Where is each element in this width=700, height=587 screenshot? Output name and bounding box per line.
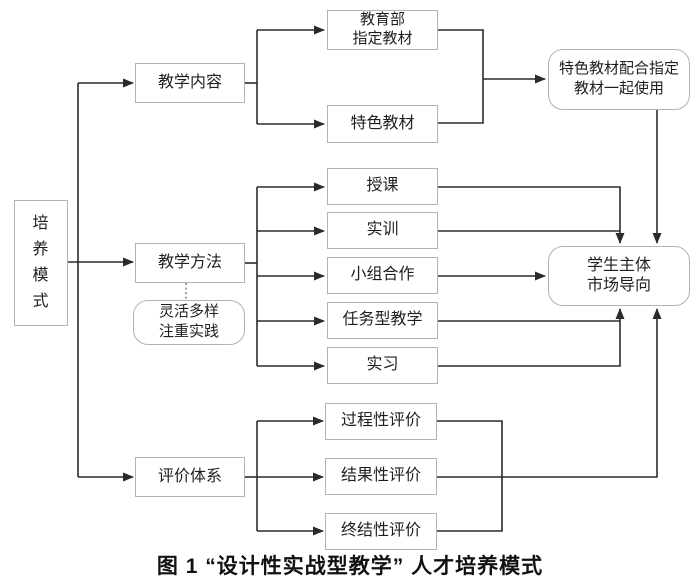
node-student-centered-market-oriented: 学生主体 市场导向	[548, 246, 690, 306]
node-final-evaluation: 终结性评价	[325, 513, 437, 550]
node-special-textbook: 特色教材	[327, 105, 438, 143]
node-group-cooperation: 小组合作	[327, 257, 438, 294]
node-flexible-practice-note: 灵活多样 注重实践	[133, 300, 245, 345]
node-moe-designated-textbook: 教育部 指定教材	[327, 10, 438, 50]
node-task-based-teaching: 任务型教学	[327, 302, 438, 339]
node-teaching-method: 教学方法	[135, 243, 245, 283]
figure-caption: 图 1 “设计性实战型教学” 人才培养模式	[156, 555, 544, 578]
node-internship: 实习	[327, 347, 438, 384]
node-training-model: 培 养 模 式	[14, 200, 68, 326]
node-textbook-combined-use: 特色教材配合指定 教材一起使用	[548, 49, 690, 110]
node-practical-training: 实训	[327, 212, 438, 249]
node-result-evaluation: 结果性评价	[325, 458, 437, 495]
node-lecture: 授课	[327, 168, 438, 205]
node-teaching-content: 教学内容	[135, 63, 245, 103]
node-process-evaluation: 过程性评价	[325, 403, 437, 440]
node-evaluation-system: 评价体系	[135, 457, 245, 497]
